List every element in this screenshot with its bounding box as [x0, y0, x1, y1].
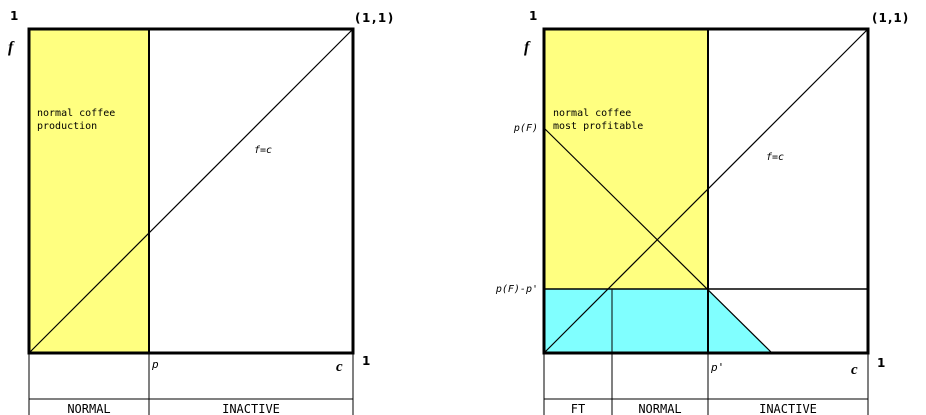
- right-diagram: 1 f (1,1) normal coffee most profitable …: [495, 9, 909, 415]
- right-diagonal-label: f=c: [766, 152, 784, 163]
- right-cyan-region: [544, 289, 772, 353]
- right-frame: [542, 27, 870, 355]
- right-diagonal-line: [543, 28, 869, 354]
- right-bottom-label-inactive: INACTIVE: [759, 402, 817, 415]
- right-pf-label: p(F): [513, 123, 538, 134]
- right-bottom-label-normal: NORMAL: [638, 402, 681, 415]
- right-threshold-label: p': [710, 361, 724, 374]
- right-y-max-tick: 1: [529, 9, 537, 23]
- left-corner-label: (1,1): [355, 11, 395, 25]
- right-region-label-line1: normal coffee: [553, 108, 631, 119]
- right-profit-line: [543, 127, 773, 354]
- right-bottom-label-ft: FT: [571, 402, 585, 415]
- right-y-axis-label: f: [524, 39, 531, 56]
- right-corner-label: (1,1): [872, 11, 909, 25]
- left-y-max-tick: 1: [10, 9, 18, 23]
- right-region-label-line2: most profitable: [553, 121, 643, 132]
- left-diagonal-line: [28, 28, 354, 354]
- left-diagram: 1 f (1,1) normal coffee production f=c p…: [8, 9, 395, 415]
- left-yellow-region: [29, 29, 149, 353]
- left-y-axis-label: f: [8, 39, 15, 56]
- right-x-max-tick: 1: [877, 356, 885, 370]
- left-x-axis-label: c: [336, 359, 343, 375]
- left-x-max-tick: 1: [362, 354, 370, 368]
- right-yellow-region: [544, 29, 708, 289]
- left-threshold-label: p: [151, 358, 159, 371]
- left-bottom-label-normal: NORMAL: [67, 402, 110, 415]
- right-x-axis-label: c: [851, 362, 858, 378]
- left-diagonal-label: f=c: [254, 145, 272, 156]
- left-region-label-line1: normal coffee: [37, 108, 115, 119]
- left-region-label-line2: production: [37, 121, 97, 132]
- right-pf-minus-label: p(F)-p': [495, 284, 538, 295]
- left-frame: [27, 27, 355, 355]
- left-bottom-label-inactive: INACTIVE: [222, 402, 280, 415]
